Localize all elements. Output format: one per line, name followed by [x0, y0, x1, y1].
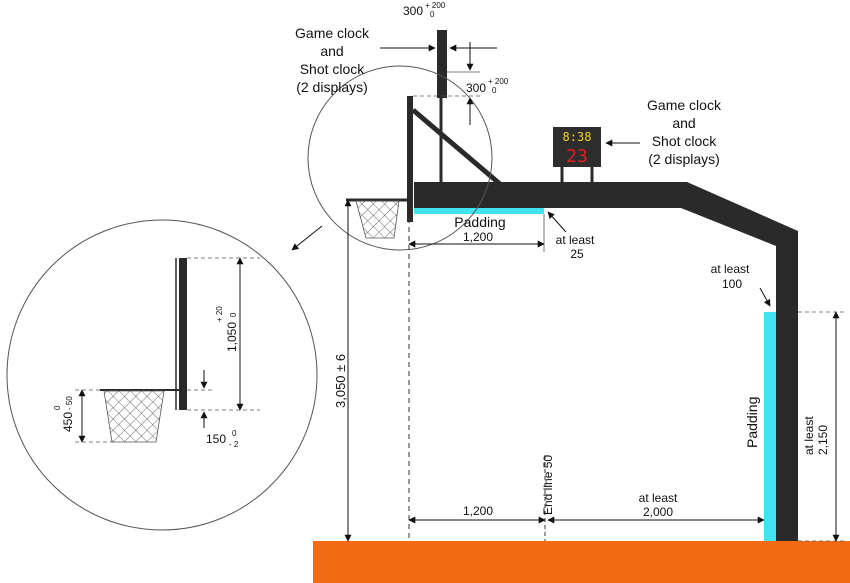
svg-text:and: and — [672, 115, 695, 131]
dim-2150: at least 2,150 — [802, 416, 830, 455]
backboard — [407, 96, 413, 222]
svg-text:(2 displays): (2 displays) — [296, 79, 368, 95]
svg-text:2,000: 2,000 — [643, 505, 673, 519]
svg-text:0: 0 — [229, 312, 238, 317]
label-at-least-25: at least 25 — [556, 233, 595, 261]
svg-text:450: 450 — [61, 412, 75, 432]
label-game-clock-top: Game clock and Shot clock (2 displays) — [295, 25, 370, 95]
svg-text:at least: at least — [802, 416, 816, 455]
svg-text:0: 0 — [232, 429, 237, 438]
svg-text:at least: at least — [711, 262, 750, 276]
scoreboard-display: 8:38 23 — [553, 127, 601, 182]
padding-side-strip — [764, 312, 776, 541]
dim-450: 450 0 - 50 — [53, 396, 75, 432]
label-padding-top: Padding — [454, 214, 505, 230]
floor — [313, 541, 850, 583]
display-bottom-value: 23 — [566, 146, 588, 167]
label-game-clock-right: Game clock and Shot clock (2 displays) — [647, 97, 722, 167]
dim-1200-bottom: 1,200 — [463, 504, 493, 518]
svg-text:25: 25 — [570, 247, 584, 261]
svg-text:Game clock: Game clock — [295, 25, 370, 41]
padding-top-strip — [414, 208, 544, 214]
svg-text:at least: at least — [556, 233, 595, 247]
support-structure — [414, 182, 798, 541]
label-end-line: End line 50 — [541, 455, 555, 515]
top-display-post — [437, 30, 447, 98]
svg-text:0: 0 — [430, 10, 435, 19]
svg-text:150: 150 — [206, 432, 226, 446]
svg-text:+ 200: + 200 — [488, 77, 509, 86]
label-padding-side: Padding — [744, 397, 760, 448]
magnifier-circle-small — [307, 65, 493, 251]
dim-1200-top: 1,200 — [463, 230, 493, 244]
svg-text:100: 100 — [722, 277, 742, 291]
net — [355, 200, 400, 239]
label-at-least-100: at least 100 — [711, 262, 750, 291]
backboard-brace — [411, 108, 502, 186]
dim-150: 150 0 - 2 — [206, 429, 239, 449]
svg-text:0: 0 — [492, 86, 497, 95]
svg-text:Game clock: Game clock — [647, 97, 722, 113]
magnifier-circle-detail — [6, 219, 318, 531]
dim-2000: at least 2,000 — [639, 491, 678, 519]
svg-text:at least: at least — [639, 491, 678, 505]
svg-text:- 2: - 2 — [229, 440, 239, 449]
dim-3050: 3,050 ± 6 — [333, 354, 348, 408]
svg-text:+ 20: + 20 — [215, 306, 224, 322]
svg-text:0: 0 — [53, 405, 62, 410]
dim-300-b: 300 — [466, 81, 486, 95]
svg-text:Shot clock: Shot clock — [652, 133, 718, 149]
svg-text:2,150: 2,150 — [816, 425, 830, 455]
svg-text:and: and — [320, 43, 343, 59]
svg-text:Shot clock: Shot clock — [300, 61, 366, 77]
detail-net — [103, 390, 165, 443]
dim-300-a: 300 — [403, 4, 423, 18]
magnifier-arrow — [291, 225, 323, 251]
display-top-value: 8:38 — [563, 130, 592, 144]
svg-text:- 50: - 50 — [65, 396, 74, 410]
svg-text:1,050: 1,050 — [225, 322, 239, 352]
dim-1050: 1,050 + 20 0 — [215, 306, 239, 352]
svg-text:(2 displays): (2 displays) — [648, 151, 720, 167]
svg-text:+ 200: + 200 — [425, 1, 446, 10]
detail-backboard — [179, 258, 187, 410]
